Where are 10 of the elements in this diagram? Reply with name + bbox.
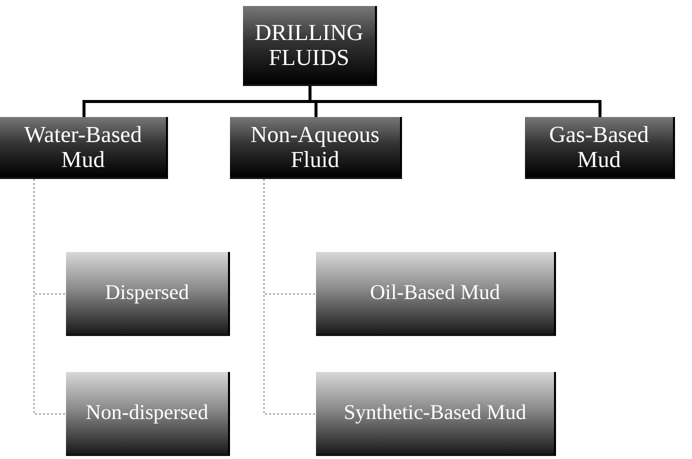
category-box: Oil-Based Mud (316, 252, 556, 336)
connector-line (33, 179, 66, 415)
category-box: Dispersed (66, 252, 230, 336)
category-box: Water-Based Mud (0, 117, 168, 179)
category-box: Non-Aqueous Fluid (230, 117, 402, 179)
category-box: Gas-Based Mud (525, 117, 675, 179)
root-box: DRILLING FLUIDS (243, 6, 377, 86)
category-box: Synthetic-Based Mud (316, 372, 556, 456)
category-box: Non-dispersed (66, 372, 230, 456)
connector-line (263, 179, 316, 415)
